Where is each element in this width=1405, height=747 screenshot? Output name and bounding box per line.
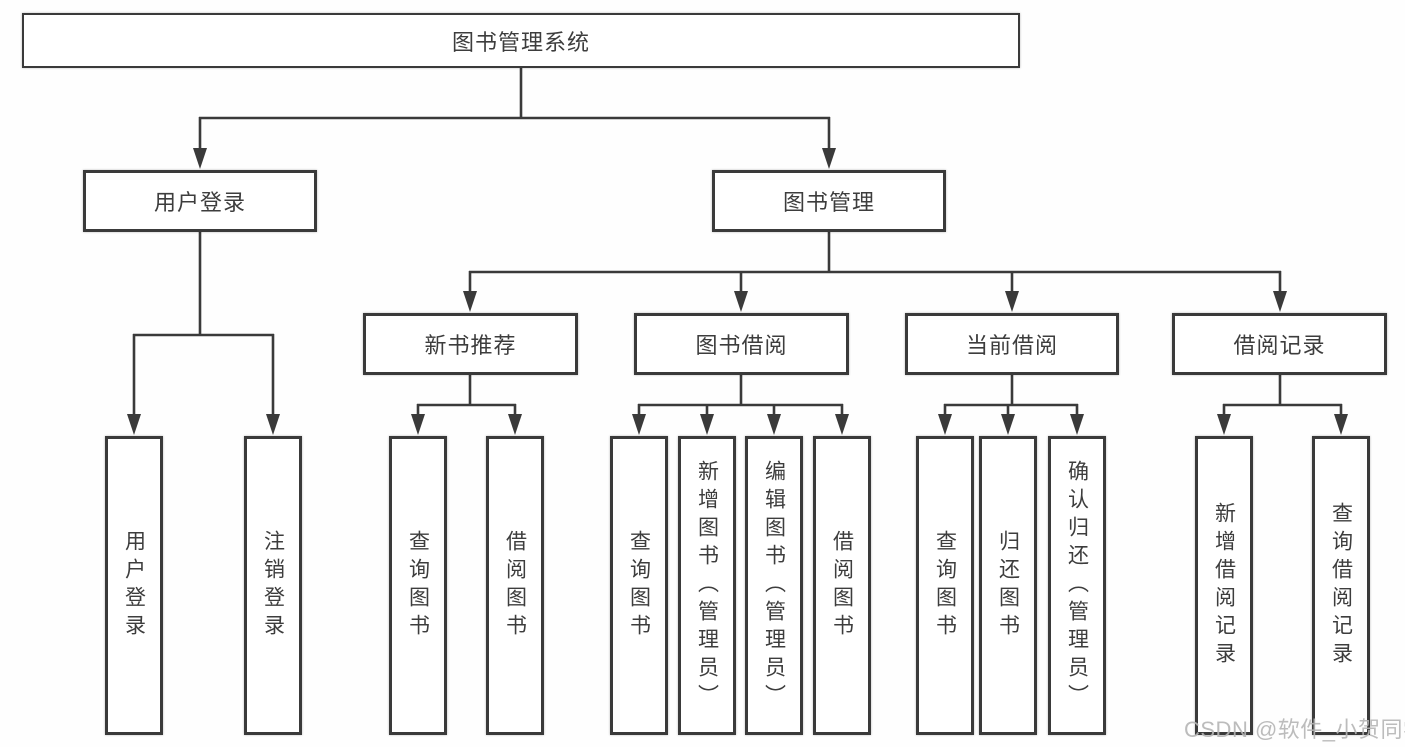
- arrowhead-icon: [193, 148, 207, 169]
- leaf-query-books: 查询图书: [610, 436, 668, 735]
- edge-current-borrow-children: [938, 375, 1084, 435]
- edge-new-books-children: [411, 375, 522, 435]
- leaf-confirm-return-admin: 确认归还（管理员）: [1048, 436, 1106, 735]
- leaf-query-borrow-record: 查询借阅记录: [1312, 436, 1370, 735]
- leaf-label: 借阅图书: [503, 529, 527, 642]
- arrowhead-icon: [127, 414, 141, 435]
- node-label: 图书借阅: [695, 333, 788, 358]
- leaf-return-books: 归还图书: [979, 436, 1037, 735]
- leaf-query-books: 查询图书: [389, 436, 447, 735]
- leaf-label: 归还图书: [996, 529, 1020, 642]
- leaf-label: 用户登录: [122, 529, 146, 642]
- leaf-label: 查询图书: [406, 529, 430, 642]
- leaf-label: 借阅图书: [830, 529, 854, 642]
- node-label: 用户登录: [153, 190, 246, 215]
- node-label: 新书推荐: [424, 333, 517, 358]
- leaf-label: 查询图书: [627, 529, 651, 642]
- leaf-add-books-admin: 新增图书（管理员）: [678, 436, 736, 735]
- leaf-label: 注销登录: [261, 529, 285, 642]
- node-library-management-system: 图书管理系统: [22, 13, 1020, 68]
- arrowhead-icon: [266, 414, 280, 435]
- node-current-borrow: 当前借阅: [905, 313, 1119, 375]
- edge-borrow-records-children: [1217, 375, 1348, 435]
- leaf-borrow-books: 借阅图书: [813, 436, 871, 735]
- node-label: 图书管理系统: [451, 29, 590, 55]
- leaf-label: 查询借阅记录: [1329, 501, 1353, 670]
- edge-user-login-children: [127, 232, 280, 435]
- leaf-borrow-books: 借阅图书: [486, 436, 544, 735]
- csdn-watermark: CSDN @软件_小贺同学: [1184, 717, 1405, 742]
- arrowhead-icon: [1334, 414, 1348, 435]
- arrowhead-icon: [1005, 291, 1019, 312]
- leaf-logout: 注销登录: [244, 436, 302, 735]
- arrowhead-icon: [463, 291, 477, 312]
- arrowhead-icon: [938, 414, 952, 435]
- edge-book-borrow-children: [632, 375, 849, 435]
- arrowhead-icon: [632, 414, 646, 435]
- node-book-borrow: 图书借阅: [634, 313, 849, 375]
- node-label: 借阅记录: [1233, 333, 1326, 358]
- leaf-query-books: 查询图书: [916, 436, 974, 735]
- leaf-edit-books-admin: 编辑图书（管理员）: [745, 436, 803, 735]
- arrowhead-icon: [822, 148, 836, 169]
- arrowhead-icon: [508, 414, 522, 435]
- arrowhead-icon: [835, 414, 849, 435]
- arrowhead-icon: [1217, 414, 1231, 435]
- leaf-label: 新增图书（管理员）: [695, 459, 719, 712]
- leaf-label: 新增借阅记录: [1212, 501, 1236, 670]
- arrowhead-icon: [411, 414, 425, 435]
- arrowhead-icon: [1001, 414, 1015, 435]
- node-label: 当前借阅: [965, 333, 1058, 358]
- leaf-label: 编辑图书（管理员）: [762, 459, 786, 712]
- leaf-user-login: 用户登录: [105, 436, 163, 735]
- arrowhead-icon: [767, 414, 781, 435]
- arrowhead-icon: [1273, 291, 1287, 312]
- arrowhead-icon: [1070, 414, 1084, 435]
- node-book-management: 图书管理: [712, 170, 946, 232]
- node-label: 图书管理: [782, 190, 875, 215]
- arrowhead-icon: [734, 291, 748, 312]
- arrowhead-icon: [700, 414, 714, 435]
- node-borrow-records: 借阅记录: [1172, 313, 1387, 375]
- leaf-label: 确认归还（管理员）: [1065, 459, 1089, 712]
- leaf-add-borrow-record: 新增借阅记录: [1195, 436, 1253, 735]
- leaf-label: 查询图书: [933, 529, 957, 642]
- edge-book-management-children: [463, 232, 1287, 312]
- node-new-book-recommend: 新书推荐: [363, 313, 578, 375]
- node-user-login: 用户登录: [83, 170, 317, 232]
- edge-root-to-level2: [193, 68, 836, 169]
